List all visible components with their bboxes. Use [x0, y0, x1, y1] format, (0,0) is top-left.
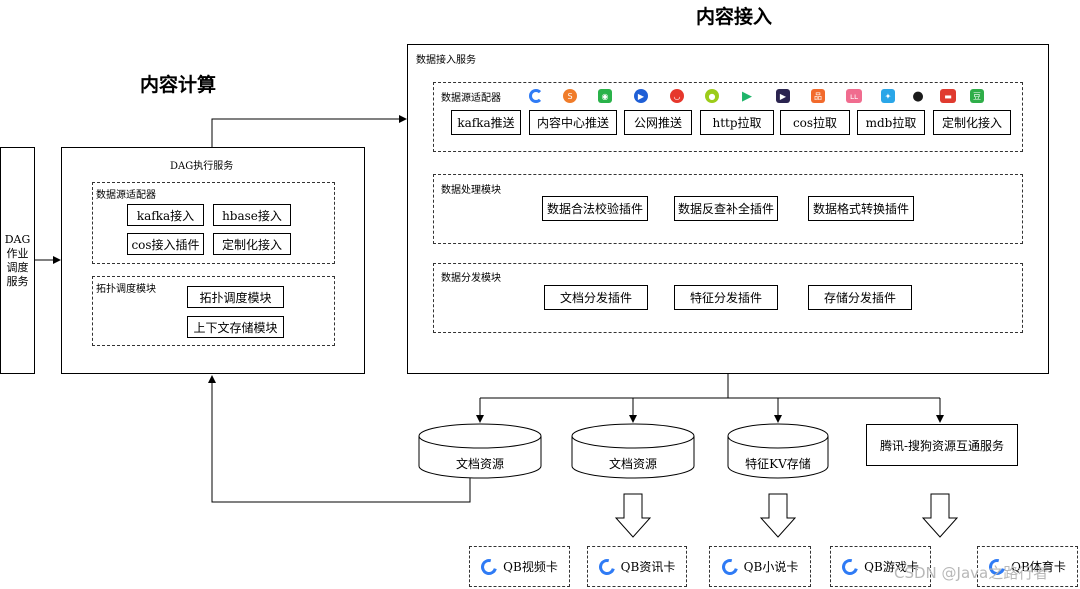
interop-service-box: 腾讯-搜狗资源互通服务: [866, 424, 1018, 466]
ingest-adapter-public: 公网推送: [624, 110, 692, 135]
wechat-icon: ◉: [598, 89, 612, 103]
distribution-storage-plugin: 存储分发插件: [808, 285, 912, 310]
arrow-dag-to-ingest: [211, 115, 407, 147]
title-content-ingest: 内容接入: [696, 6, 773, 28]
dag-adapter-group: [92, 182, 335, 264]
weibo-icon: ◡: [670, 89, 684, 103]
qq-icon: ●: [911, 88, 925, 104]
ingest-adapter-content-center: 内容中心推送: [529, 110, 617, 135]
dag-topology-scheduler: 拓扑调度模块: [187, 286, 284, 308]
card-label: QB体育卡: [1011, 560, 1066, 574]
distribution-label: 数据分发模块: [441, 273, 501, 284]
distribution-group: [433, 263, 1023, 333]
qb-logo-icon: [718, 555, 741, 578]
processing-label: 数据处理模块: [441, 185, 501, 196]
storage-feature-kv: 特征KV存储: [745, 457, 811, 471]
card-label: QB资讯卡: [620, 560, 676, 574]
bilibili-icon: ʟʟ: [846, 89, 862, 103]
ingest-adapter-custom: 定制化接入: [933, 110, 1011, 135]
ingest-adapter-group: [433, 82, 1023, 152]
qq-browser-icon: [529, 89, 543, 103]
distribution-feature-plugin: 特征分发插件: [674, 285, 778, 310]
photo-app-icon: ✦: [881, 89, 895, 103]
cylinder-shape-2: [571, 423, 695, 479]
toutiao-icon: 品: [811, 89, 825, 103]
dag-adapter-label: 数据源适配器: [96, 190, 156, 201]
cylinder-shape-1: [418, 423, 542, 479]
ingest-service-label: 数据接入服务: [416, 55, 476, 66]
ingest-adapter-kafka: kafka推送: [451, 110, 521, 135]
hollow-arrow-3: [921, 493, 959, 538]
tencent-video-icon: ▶: [634, 89, 648, 103]
qb-logo-icon: [595, 555, 618, 578]
sogou-icon: S: [563, 89, 577, 103]
dag-scheduler-box: DAG 作业 调度 服务: [0, 147, 35, 374]
ingest-adapter-cos: cos拉取: [780, 110, 850, 135]
card-qb-sports: QB体育卡: [977, 546, 1078, 587]
processing-convert-plugin: 数据格式转换插件: [808, 196, 914, 221]
ingest-adapter-mdb: mdb拉取: [857, 110, 925, 135]
douban-icon: 豆: [970, 89, 984, 103]
dag-topology-context-store: 上下文存储模块: [187, 316, 284, 338]
card-qb-video: QB视频卡: [469, 546, 570, 587]
dag-adapter-kafka: kafka接入: [127, 204, 204, 226]
dag-adapter-cos: cos接入插件: [127, 233, 204, 255]
ingest-adapter-http: http拉取: [700, 110, 774, 135]
play-icon: ▶: [740, 88, 754, 104]
storage-doc-resource-2: 文档资源: [608, 457, 657, 471]
arrow-storage-to-dag: [208, 375, 471, 503]
card-label: QB游戏卡: [864, 560, 919, 574]
dag-topology-label: 拓扑调度模块: [96, 284, 156, 295]
card-label: QB视频卡: [503, 560, 558, 574]
dag-service-label: DAG执行服务: [170, 161, 234, 172]
ingest-adapter-label: 数据源适配器: [441, 93, 501, 104]
card-label: QB小说卡: [743, 560, 799, 574]
card-qb-novel: QB小说卡: [709, 546, 811, 587]
news-icon: ▬: [940, 89, 956, 103]
distribution-doc-plugin: 文档分发插件: [544, 285, 648, 310]
dag-adapter-hbase: hbase接入: [213, 204, 291, 226]
lemon-icon: ●: [705, 89, 719, 103]
watermark: CSDN @Java之路行者: [894, 564, 1049, 582]
dag-topology-group: [92, 276, 335, 346]
processing-validate-plugin: 数据合法校验插件: [542, 196, 648, 221]
storage-doc-resource-1: 文档资源: [455, 457, 504, 471]
card-qb-news: QB资讯卡: [587, 546, 687, 587]
title-content-compute: 内容计算: [140, 74, 217, 96]
card-qb-game: QB游戏卡: [830, 546, 931, 587]
dag-adapter-custom: 定制化接入: [213, 233, 291, 255]
processing-group: [433, 174, 1023, 244]
processing-complete-plugin: 数据反查补全插件: [674, 196, 778, 221]
hollow-arrow-2: [759, 493, 797, 538]
qb-logo-icon: [839, 555, 862, 578]
hollow-arrow-1: [614, 493, 652, 538]
qb-logo-icon: [478, 555, 501, 578]
video-app-icon: ▶: [776, 89, 790, 103]
cylinder-shape-3: [727, 423, 829, 479]
